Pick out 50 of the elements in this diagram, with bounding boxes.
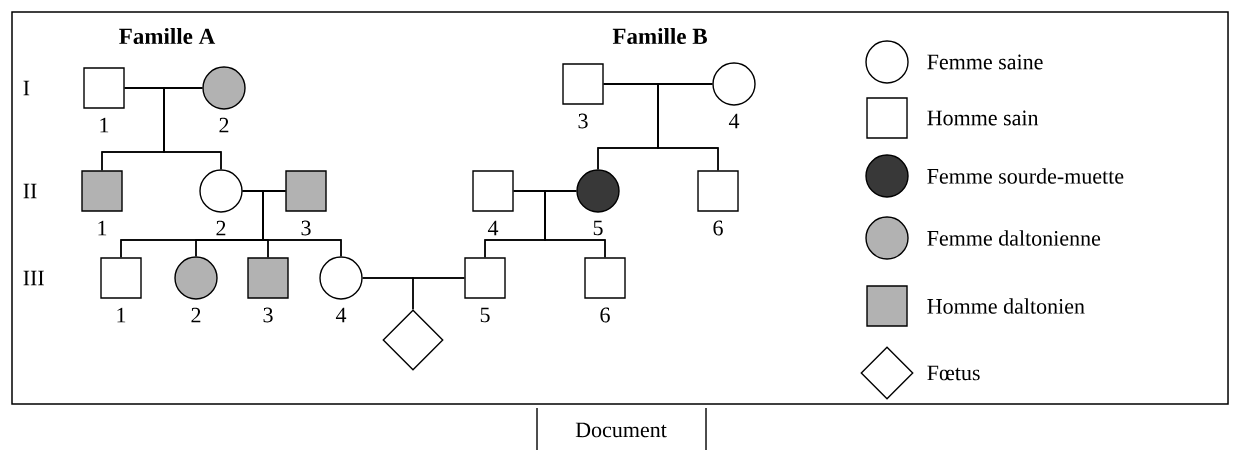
individual-number: 6 [600, 307, 610, 323]
legend-text: Femme daltonienne [927, 230, 1101, 246]
female-circle [576, 169, 620, 213]
male-square [100, 257, 142, 299]
individual-number: 4 [335, 307, 347, 323]
male-square [464, 257, 506, 299]
male-square [584, 257, 626, 299]
legend-text: Homme daltonien [927, 298, 1085, 314]
male-square [83, 67, 125, 109]
family-heading: Famille B [612, 27, 707, 45]
male-square [562, 63, 604, 105]
descent-line [262, 190, 342, 257]
fetus-diamond [382, 309, 444, 371]
generation-label: II [23, 183, 37, 199]
legend-text: Femme saine [927, 54, 1043, 70]
legend-text: Homme sain [927, 110, 1039, 126]
individual-number: 4 [728, 113, 740, 129]
male-square [285, 170, 327, 212]
individual-number: 3 [578, 113, 588, 129]
legend-text: Femme sourde-muette [927, 168, 1124, 184]
individual-number: 3 [263, 307, 273, 323]
male-square [247, 257, 289, 299]
male-square [81, 170, 123, 212]
male-square [697, 170, 739, 212]
individual-number: 3 [301, 220, 311, 236]
female-circle [174, 256, 218, 300]
individual-number: 1 [100, 117, 109, 133]
individual-number: 6 [713, 220, 723, 236]
individual-number: 2 [219, 117, 229, 133]
individual-number: 1 [117, 307, 126, 323]
individual-number: 1 [98, 220, 107, 236]
female-circle [199, 169, 243, 213]
female-circle [202, 66, 246, 110]
legend-text: Fœtus [927, 365, 980, 381]
individual-number: 2 [216, 220, 226, 236]
descent-line [657, 83, 719, 171]
female-circle [319, 256, 363, 300]
male-square [472, 170, 514, 212]
individual-number: 5 [593, 220, 603, 236]
individual-number: 5 [480, 307, 490, 323]
female-circle [712, 62, 756, 106]
descent-line [412, 277, 465, 310]
generation-label: I [23, 80, 30, 96]
descent-line [163, 87, 222, 170]
individual-number: 2 [191, 307, 201, 323]
caption-tab: Document [536, 407, 707, 450]
individual-number: 4 [487, 220, 499, 236]
generation-label: III [23, 270, 44, 286]
descent-line [544, 190, 606, 258]
family-heading: Famille A [119, 27, 216, 45]
